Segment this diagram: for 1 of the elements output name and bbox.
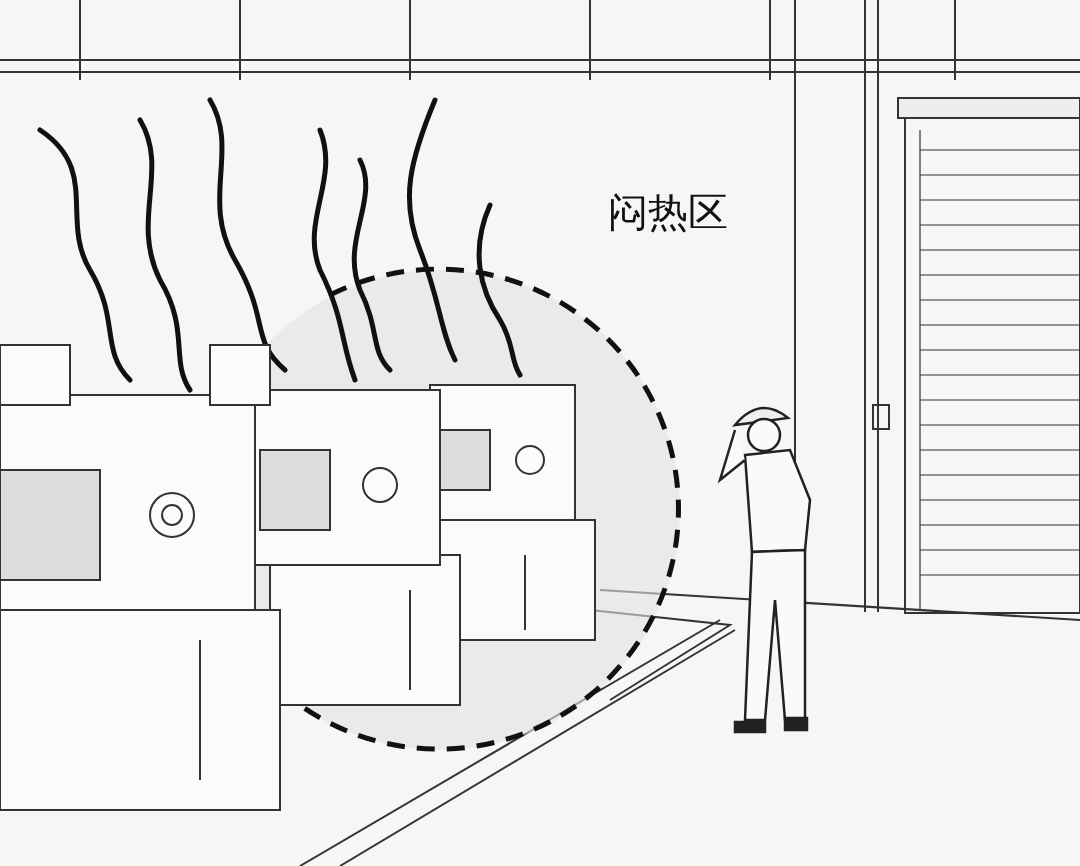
heat-zone-label: 闷热区 [608,188,728,236]
